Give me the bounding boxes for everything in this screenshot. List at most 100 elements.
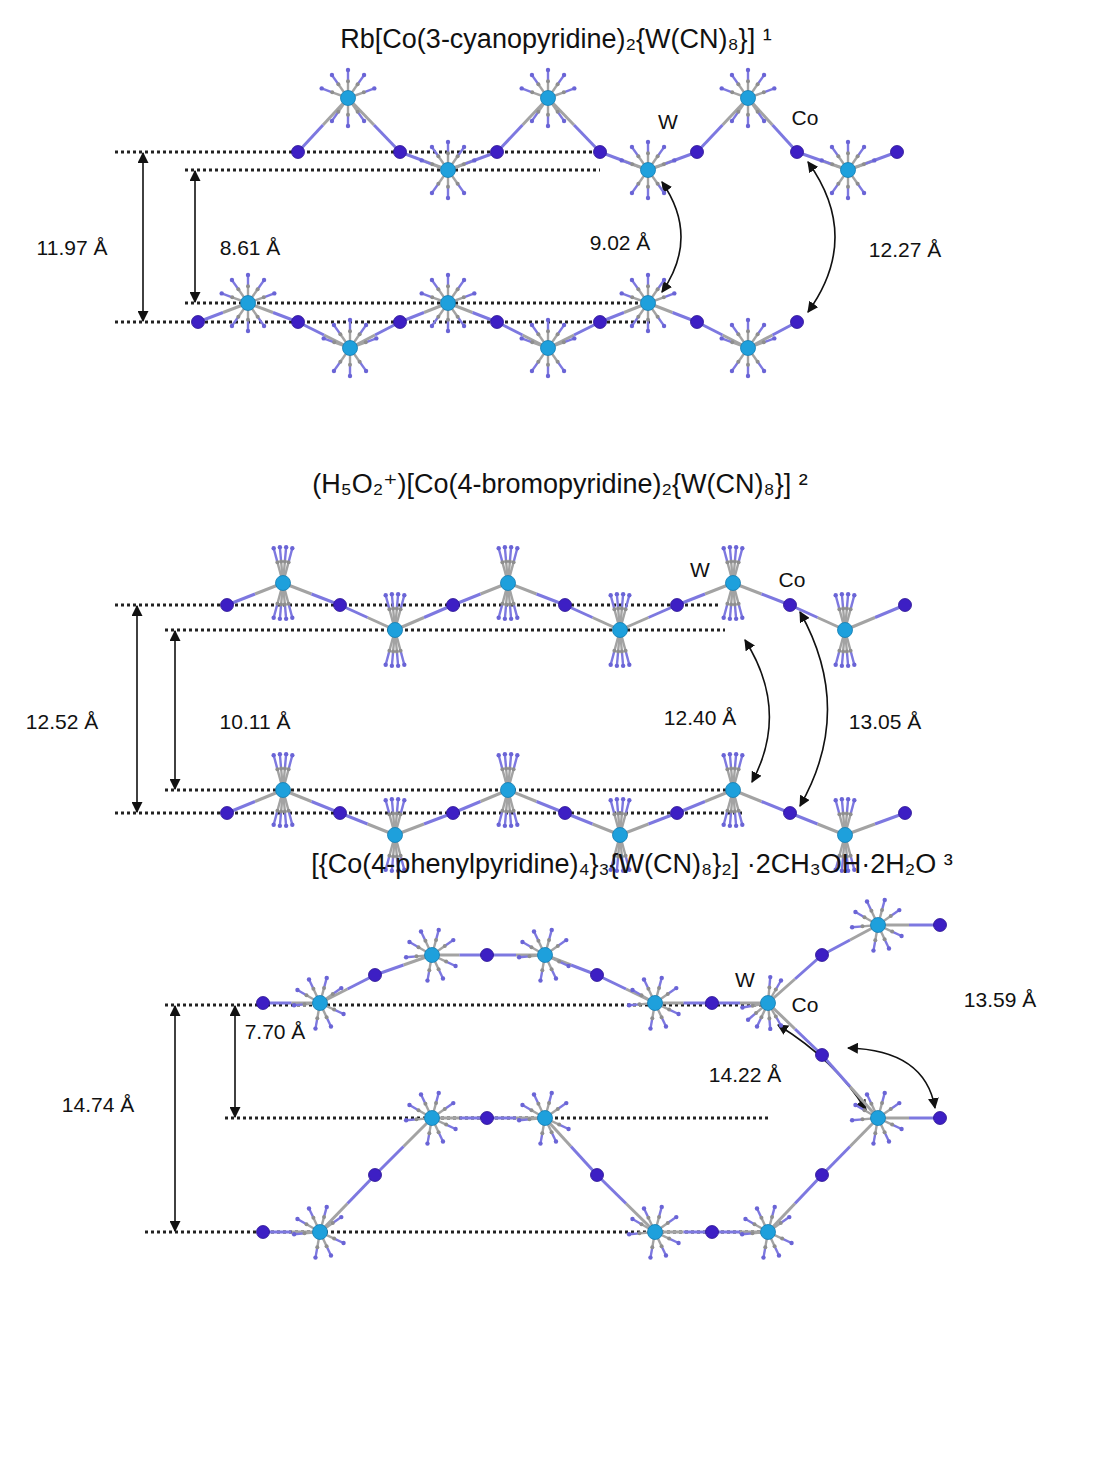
nitrogen-atom [899, 1127, 903, 1131]
carbon-atom [737, 767, 741, 771]
carbon-atom [546, 79, 550, 83]
nitrogen-atom [676, 1012, 680, 1016]
nitrogen-atom [642, 1206, 646, 1210]
nitrogen-atom [453, 1127, 457, 1131]
carbon-atom [556, 110, 560, 114]
nitrogen-atom [762, 323, 766, 327]
distance-label: 7.70 Å [245, 1020, 306, 1044]
tungsten-atom [313, 1225, 328, 1240]
nitrogen-atom [721, 753, 725, 757]
cobalt-atom [934, 919, 947, 932]
carbon-atom [770, 1215, 774, 1219]
carbon-atom [504, 810, 508, 814]
atom-label: W [658, 110, 678, 134]
tungsten-atom [641, 163, 656, 178]
nitrogen-atom [472, 158, 476, 162]
nitrogen-atom [887, 946, 891, 950]
carbon-atom [540, 968, 544, 972]
nitrogen-atom [833, 663, 837, 667]
nitrogen-atom [648, 1255, 652, 1259]
nitrogen-atom [530, 323, 534, 327]
tungsten-atom [761, 1225, 776, 1240]
nitrogen-atom [402, 593, 406, 597]
nitrogen-atom [325, 1205, 329, 1209]
carbon-atom [500, 602, 504, 606]
nitrogen-atom [730, 119, 734, 123]
nitrogen-atom [503, 824, 507, 828]
carbon-atom [656, 154, 660, 158]
plane-guide-line [115, 812, 745, 815]
cobalt-atom [671, 807, 684, 820]
cobalt-atom [706, 997, 719, 1010]
nitrogen-atom [278, 752, 282, 756]
nitrogen-atom [519, 336, 523, 340]
cobalt-atom [816, 949, 829, 962]
compound-title: [{Co(4-phenylpyridine)₄}₃{W(CN)₈}₂] ·2CH… [311, 849, 952, 880]
nitrogen-atom [730, 323, 734, 327]
nitrogen-atom [746, 374, 750, 378]
carbon-atom [315, 1245, 319, 1249]
nitrogen-atom [674, 1215, 678, 1219]
nitrogen-atom [619, 291, 623, 295]
nitrogen-atom [496, 753, 500, 757]
nitrogen-atom [453, 964, 457, 968]
carbon-atom [302, 1231, 306, 1235]
carbon-atom [836, 154, 840, 158]
distance-label: 14.74 Å [62, 1093, 134, 1117]
carbon-atom [639, 993, 643, 997]
nitrogen-atom [503, 545, 507, 549]
cobalt-atom [591, 1169, 604, 1182]
carbon-atom [646, 1216, 650, 1220]
carbon-atom [444, 960, 448, 964]
carbon-atom [358, 332, 362, 336]
nitrogen-atom [887, 1139, 891, 1143]
nitrogen-atom [840, 592, 844, 596]
nitrogen-atom [321, 336, 325, 340]
carbon-atom [279, 603, 283, 607]
carbon-atom [656, 287, 660, 291]
carbon-atom [504, 766, 508, 770]
carbon-atom [508, 603, 512, 607]
carbon-atom [236, 315, 240, 319]
tungsten-atom [541, 91, 556, 106]
plane-guide-line [225, 1117, 770, 1120]
nitrogen-atom [278, 545, 282, 549]
nitrogen-atom [768, 1027, 772, 1031]
nitrogen-atom [562, 73, 566, 77]
nitrogen-atom [307, 977, 311, 981]
tungsten-atom [441, 296, 456, 311]
distance-label: 12.52 Å [26, 710, 98, 734]
plane-guide-line [165, 1004, 770, 1007]
carbon-atom [841, 606, 845, 610]
carbon-atom [500, 809, 504, 813]
nitrogen-atom [346, 68, 350, 72]
tungsten-atom [241, 296, 256, 311]
nitrogen-atom [865, 1092, 869, 1096]
tungsten-atom [838, 828, 853, 843]
nitrogen-atom [787, 1215, 791, 1219]
carbon-atom [746, 79, 750, 83]
nitrogen-atom [295, 1217, 299, 1221]
cobalt-atom [292, 316, 305, 329]
nitrogen-atom [451, 938, 455, 942]
nitrogen-atom [520, 940, 524, 944]
nitrogen-atom [446, 140, 450, 144]
carbon-atom [434, 938, 438, 942]
carbon-atom [504, 603, 508, 607]
carbon-atom [860, 924, 864, 928]
nitrogen-atom [630, 1217, 634, 1221]
nitrogen-atom [332, 323, 336, 327]
carbon-atom [322, 1215, 326, 1219]
cobalt-atom [594, 316, 607, 329]
carbon-atom [436, 315, 440, 319]
nitrogen-atom [740, 753, 744, 757]
carbon-atom [756, 332, 760, 336]
nitrogen-atom [404, 955, 408, 959]
nitrogen-atom [630, 278, 634, 282]
carbon-atom [536, 939, 540, 943]
nitrogen-atom [230, 324, 234, 328]
carbon-atom [733, 559, 737, 563]
carbon-atom [283, 766, 287, 770]
